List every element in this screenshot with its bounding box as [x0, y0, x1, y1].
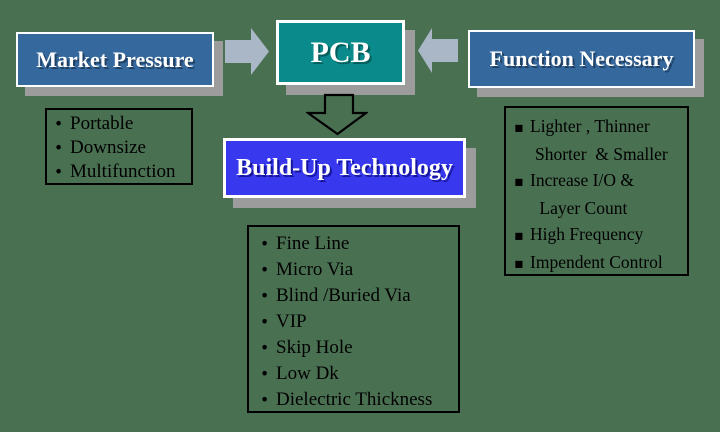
list-item: • Multifunction	[54, 160, 187, 184]
list-item: • Skip Hole	[260, 335, 454, 361]
bullet-icon: •	[54, 139, 64, 157]
bullet-icon: •	[260, 287, 270, 305]
list-item-text: Micro Via	[276, 259, 354, 280]
bullet-icon: •	[260, 339, 270, 357]
list-item-text: Impendent Control	[530, 252, 663, 272]
list-item: • Downsize	[54, 136, 187, 160]
build-up-technology-label: Build-Up Technology	[236, 154, 453, 181]
bullet-icon: •	[260, 313, 270, 331]
list-item-text: Lighter , Thinner	[530, 116, 650, 136]
arrow-down-icon	[306, 93, 368, 136]
build-up-features-list: • Fine Line • Micro Via • Blind /Buried Via • V…	[247, 225, 460, 413]
bullet-icon: ▪	[514, 228, 524, 244]
list-item: • Micro Via	[260, 257, 454, 283]
bullet-icon: ▪	[514, 256, 524, 272]
list-item-text: Low Dk	[276, 363, 339, 384]
bullet-icon: •	[260, 261, 270, 279]
bullet-icon: •	[260, 365, 270, 383]
market-drivers-list: • Portable • Downsize • Multifunction	[45, 108, 193, 185]
arrow-left-icon	[418, 28, 458, 73]
list-item: ▪ Impendent Control	[514, 249, 685, 277]
node-build-up-technology: Build-Up Technology	[223, 138, 466, 198]
list-item-text: Increase I/O &	[530, 170, 634, 190]
list-item-text: High Frequency	[530, 224, 644, 244]
list-item-text: VIP	[276, 311, 307, 332]
list-item-text: Downsize	[70, 137, 146, 158]
list-item-text: Fine Line	[276, 233, 350, 254]
list-item-text: Layer Count	[535, 198, 628, 218]
arrow-right-icon	[225, 28, 269, 75]
pcb-label: PCB	[310, 35, 371, 69]
list-item-text: Multifunction	[70, 161, 176, 182]
list-item: ▪ High Frequency	[514, 221, 685, 249]
list-item-text: Skip Hole	[276, 337, 353, 358]
node-market-pressure: Market Pressure	[16, 32, 214, 87]
list-item: • Fine Line	[260, 231, 454, 257]
list-item: • Dielectric Thickness	[260, 387, 454, 413]
list-item: • VIP	[260, 309, 454, 335]
function-necessary-label: Function Necessary	[489, 46, 674, 71]
list-item-text: Portable	[70, 113, 134, 134]
list-item-text: Dielectric Thickness	[276, 389, 433, 410]
list-item-text: Blind /Buried Via	[276, 285, 411, 306]
bullet-icon: •	[54, 163, 64, 181]
node-pcb: PCB	[276, 20, 405, 85]
node-function-necessary: Function Necessary	[468, 30, 695, 88]
list-item: ▪ Increase I/O &	[514, 167, 685, 195]
list-item: • Blind /Buried Via	[260, 283, 454, 309]
market-pressure-label: Market Pressure	[36, 46, 194, 72]
list-item: Shorter & Smaller	[514, 141, 685, 167]
list-item: Layer Count	[514, 195, 685, 221]
list-item: • Low Dk	[260, 361, 454, 387]
bullet-icon: •	[260, 391, 270, 409]
bullet-icon: ▪	[514, 120, 524, 136]
bullet-icon: •	[54, 115, 64, 133]
list-item: ▪ Lighter , Thinner	[514, 113, 685, 141]
list-item-text: Shorter & Smaller	[535, 144, 668, 164]
bullet-icon: •	[260, 235, 270, 253]
list-item: • Portable	[54, 112, 187, 136]
bullet-icon: ▪	[514, 174, 524, 190]
